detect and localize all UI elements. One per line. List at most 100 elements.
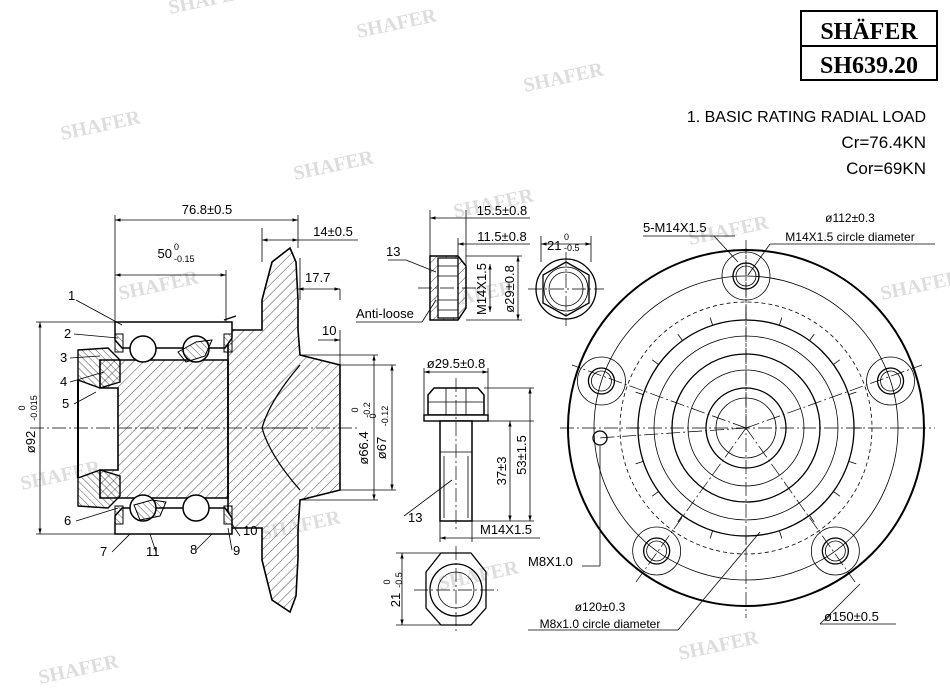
watermark: SHAFER <box>676 626 760 665</box>
part-label: 10 <box>243 523 257 538</box>
nut-collar: ø29±0.8 <box>502 265 517 313</box>
dim-bore-a-tol-lower: -0.2 <box>362 402 372 418</box>
part-label: 13 <box>386 244 400 259</box>
nut-across-flats: 21 <box>547 238 561 253</box>
rim-tick <box>677 333 683 341</box>
dim-outer-dia: ø92 <box>23 431 38 453</box>
flange-small-pcd: ø120±0.3 <box>575 600 626 614</box>
rim-tick <box>651 359 659 365</box>
rim-tick <box>833 491 841 497</box>
nut-end-view: 21 0 -0.5 <box>528 232 604 326</box>
part-label: 3 <box>60 350 67 365</box>
rim-tick <box>848 460 857 465</box>
stud-hole-thread <box>824 540 846 562</box>
part-label: 1 <box>68 288 75 303</box>
bolt-thread: M14X1.5 <box>480 522 532 537</box>
nut-note: Anti-loose <box>356 306 414 321</box>
bolt-side-view: ø29.5±0.8 37±3 53±1.5 M14X1.5 13 <box>403 356 540 542</box>
spec-block: 1. BASIC RATING RADIAL LOAD Cr=76.4KN Co… <box>687 109 926 178</box>
part-label: 9 <box>233 543 240 558</box>
dim-overall-length: 76.8±0.5 <box>182 202 233 217</box>
part-label: 2 <box>64 326 71 341</box>
stud-hole <box>821 537 849 565</box>
watermark: SHAFER <box>116 266 200 305</box>
flange-outer: ø150±0.5 <box>824 609 879 624</box>
flange-bolt-pcd-note: M14X1.5 circle diameter <box>785 230 914 244</box>
stud-boss <box>632 526 682 576</box>
flange-small-thread: M8X1.0 <box>528 554 573 569</box>
rim-tick <box>651 491 659 497</box>
rim-tick <box>833 359 841 365</box>
stud-boss <box>577 356 626 406</box>
m8-hole <box>592 430 608 446</box>
part-number: SH639.20 <box>820 53 918 79</box>
part-callouts: 1 2 3 4 5 6 7 11 8 9 10 <box>60 288 257 559</box>
ball <box>129 335 157 363</box>
brand-box: SHÄFER SH639.20 <box>800 10 938 81</box>
rim-tick <box>848 391 857 396</box>
dim-bearing-width-tol-lower: -0.15 <box>174 254 195 264</box>
bolt-across-flats: 21 <box>388 593 403 607</box>
stud-hole-thread <box>880 370 901 392</box>
part-label: 11 <box>146 544 160 559</box>
part-label: 6 <box>64 513 71 528</box>
watermark: SHAFER <box>58 106 142 145</box>
rim-tick <box>809 333 815 341</box>
watermark: SHAFER <box>291 146 375 185</box>
dim-bore-a-tol-upper: 0 <box>350 407 360 412</box>
watermark: SHAFER <box>166 0 250 19</box>
dim-bore-b-tol-upper: 0 <box>368 413 378 418</box>
dim-bearing-width: 50 <box>158 246 172 261</box>
dim-pilot: 17.7 <box>305 270 330 285</box>
bolt-head-dia: ø29.5±0.8 <box>427 356 485 371</box>
flange-bolt-pcd: ø112±0.3 <box>825 211 875 225</box>
stud-bosses <box>577 251 915 576</box>
part-label: 8 <box>190 542 197 557</box>
rim-tick <box>709 317 714 326</box>
bolt-shank: 37±3 <box>494 457 509 486</box>
part-label: 7 <box>100 544 107 559</box>
dim-bore-b-tol-lower: -0.12 <box>380 406 390 427</box>
rim-tick <box>709 530 714 539</box>
dim-outer-dia-tol-upper: 0 <box>17 405 27 410</box>
rim-tick <box>635 460 644 465</box>
bolt-af-tol-lower: -0.5 <box>394 572 404 588</box>
nut-af-tol-upper: 0 <box>564 232 569 242</box>
bolt-af-tol-upper: 0 <box>382 579 392 584</box>
rim-tick <box>778 530 783 539</box>
stud-hole <box>587 367 616 395</box>
spec-title: 1. BASIC RATING RADIAL LOAD <box>687 109 926 126</box>
nut-thread-length: 11.5±0.8 <box>477 229 527 244</box>
dim-bore-b: ø67 <box>374 437 389 459</box>
part-label: 4 <box>60 374 67 389</box>
stud-hole-thread <box>646 540 668 562</box>
nut-height: 15.5±0.8 <box>477 203 528 218</box>
bolt-total: 53±1.5 <box>514 435 529 475</box>
watermark: SHAFER <box>36 650 120 688</box>
flange-bolt-spec: 5-M14X1.5 <box>643 220 707 235</box>
dim-bearing-width-tol-upper: 0 <box>174 242 179 252</box>
part-label: 5 <box>62 396 69 411</box>
stud-boss <box>810 526 860 576</box>
hub-section-view: 76.8±0.5 14±0.5 50 0 -0.15 17.7 10 ø92 0… <box>17 202 396 614</box>
watermark: SHAFER <box>354 4 438 43</box>
dim-bore-a: ø66.4 <box>356 431 371 464</box>
stud-boss <box>866 356 915 406</box>
stud-hole-thread <box>591 370 612 392</box>
brand-name: SHÄFER <box>820 19 918 45</box>
spec-cr: Cr=76.4KN <box>841 133 926 152</box>
dim-outer-dia-tol-lower: -0.015 <box>29 395 39 421</box>
hub-flange <box>227 246 341 614</box>
watermark: SHAFER <box>521 58 605 97</box>
dim-flange: 14±0.5 <box>313 224 353 239</box>
rim-tick <box>809 515 815 523</box>
flange-front-view: 5-M14X1.5 ø112±0.3 M14X1.5 circle diamet… <box>528 211 935 631</box>
nut-side-view: 15.5±0.8 11.5±0.8 M14X1.5 ø29±0.8 13 Ant… <box>356 203 530 323</box>
part-label: 13 <box>408 510 422 525</box>
nut-thread: M14X1.5 <box>474 263 489 315</box>
watermark: SHAFER <box>878 266 950 305</box>
rim-tick <box>677 515 683 523</box>
stud-hole <box>643 537 671 565</box>
rim-tick <box>635 391 644 396</box>
